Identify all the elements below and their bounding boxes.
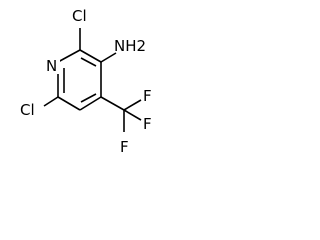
bond-c5-c6 [57, 96, 81, 111]
bond-c2-c3-inner [80, 57, 97, 67]
fluorine-1-label: F [120, 138, 129, 156]
bond-n1-c2 [57, 49, 81, 63]
bond-c4-c5 [79, 96, 102, 111]
bond-c2-c3 [79, 49, 102, 63]
atom-labels: N Cl NH2 Cl F F F [20, 7, 152, 156]
bond-c6-cl [43, 96, 59, 107]
bond-c4-cf3 [100, 96, 125, 111]
bond-c4-c5-inner [80, 93, 97, 103]
bond-c3-nh2 [100, 52, 117, 63]
chemical-structure-diagram: N Cl NH2 Cl F F F [20, 7, 152, 156]
fluorine-2-label: F [143, 87, 152, 105]
bond-cf3-f3 [123, 109, 142, 121]
amine-label: NH2 [114, 37, 146, 55]
chlorine-6-label: Cl [20, 101, 35, 119]
pyridine-ring [57, 49, 102, 111]
ring-nitrogen-label: N [46, 57, 57, 75]
bond-cf3-f2 [123, 99, 142, 111]
chlorine-2-label: Cl [72, 7, 87, 25]
substituent-bonds [43, 28, 142, 132]
fluorine-3-label: F [143, 115, 152, 133]
